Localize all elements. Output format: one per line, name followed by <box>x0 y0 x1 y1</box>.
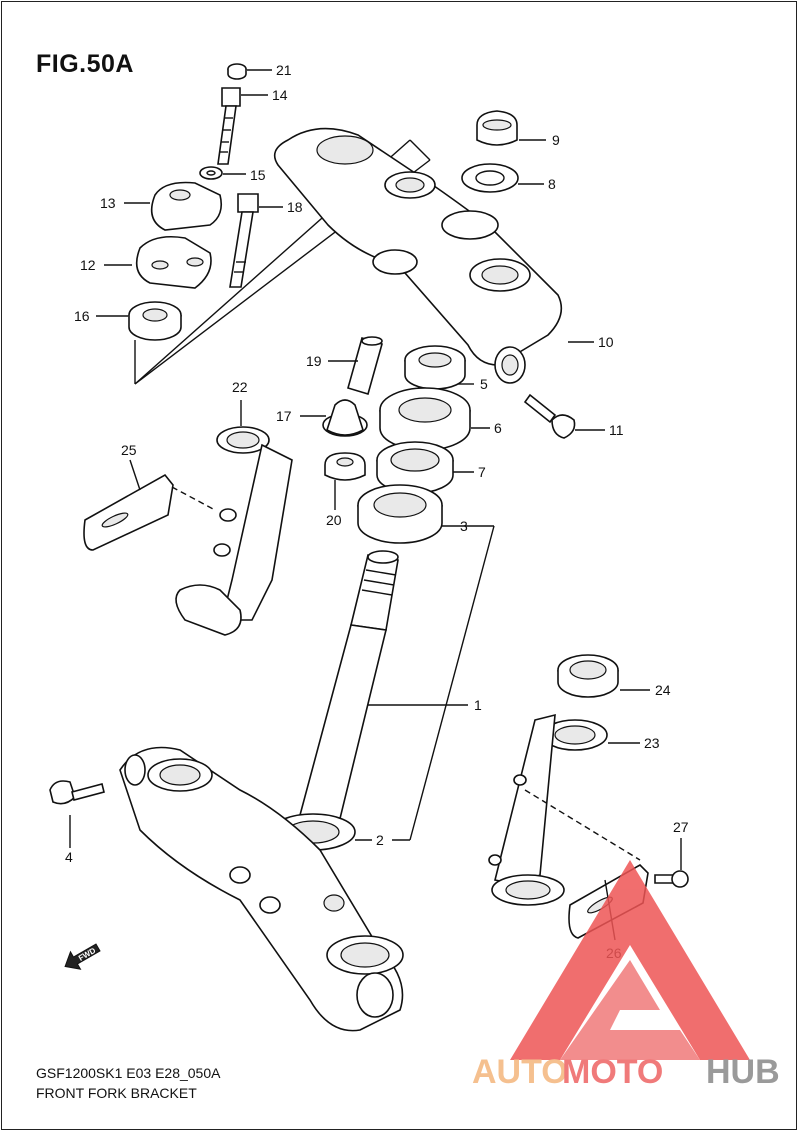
part-10-upper-bracket <box>273 127 563 384</box>
part-9-nut <box>476 110 518 146</box>
figure-caption: FRONT FORK BRACKET <box>36 1085 197 1101</box>
callout-19: 19 <box>306 353 322 369</box>
callout-13: 13 <box>100 195 116 211</box>
part-21-cap <box>227 63 247 80</box>
part-3-bearing <box>357 484 443 544</box>
watermark-hub: HUB <box>706 1053 780 1091</box>
part-13-holder <box>150 181 223 231</box>
part-25-plate <box>83 473 216 551</box>
part-14-bolt <box>217 87 241 165</box>
watermark-moto: MOTO <box>562 1053 663 1091</box>
part-6-seal <box>379 387 471 451</box>
watermark-auto: AUTO <box>472 1053 568 1091</box>
callout-labels: 21 14 15 13 12 16 18 9 8 10 11 19 5 6 7 … <box>65 62 689 961</box>
callout-6: 6 <box>494 420 502 436</box>
callout-11: 11 <box>609 422 624 438</box>
part-18-bolt <box>229 193 259 288</box>
part-23-fork-bracket-right <box>488 713 641 906</box>
callout-14: 14 <box>272 87 288 103</box>
part-16-damper <box>128 301 182 341</box>
callout-17: 17 <box>276 408 292 424</box>
callout-23: 23 <box>644 735 660 751</box>
callout-5: 5 <box>480 376 488 392</box>
callout-21: 21 <box>276 62 292 78</box>
part-12-holder <box>135 235 212 289</box>
callout-20: 20 <box>326 512 342 528</box>
callout-2: 2 <box>376 832 384 848</box>
part-8-washer <box>461 163 519 193</box>
callout-1: 1 <box>474 697 482 713</box>
callout-3: 3 <box>460 518 468 534</box>
part-27-screw <box>654 870 689 888</box>
model-code: GSF1200SK1 E03 E28_050A <box>36 1065 221 1081</box>
part-17-grommet <box>322 399 368 437</box>
part-4-bolt <box>49 780 105 805</box>
leader-lines <box>69 69 682 941</box>
part-5-nut <box>404 345 466 390</box>
lower-bracket <box>119 746 404 1032</box>
part-22-fork-bracket-left <box>175 426 293 636</box>
part-19-tube <box>347 336 383 396</box>
callout-12: 12 <box>80 257 96 273</box>
automotohub-logo <box>510 860 750 1060</box>
callout-15: 15 <box>250 167 266 183</box>
callout-4: 4 <box>65 849 73 865</box>
callout-18: 18 <box>287 199 303 215</box>
part-1-steering-stem <box>294 550 399 836</box>
callout-25: 25 <box>121 442 137 458</box>
fwd-arrow-icon: FWD <box>64 943 101 970</box>
part-11-bolt <box>523 393 576 439</box>
part-15-washer <box>199 166 223 180</box>
callout-9: 9 <box>552 132 560 148</box>
part-20-nut <box>324 452 366 481</box>
figure-title: FIG.50A <box>36 50 134 78</box>
callout-27: 27 <box>673 819 689 835</box>
callout-8: 8 <box>548 176 556 192</box>
callout-16: 16 <box>74 308 90 324</box>
watermark-text: AUTO MOTO HUB <box>472 1053 780 1091</box>
part-24-seal <box>557 654 619 698</box>
callout-22: 22 <box>232 379 248 395</box>
callout-24: 24 <box>655 682 671 698</box>
callout-10: 10 <box>598 334 614 350</box>
callout-7: 7 <box>478 464 486 480</box>
